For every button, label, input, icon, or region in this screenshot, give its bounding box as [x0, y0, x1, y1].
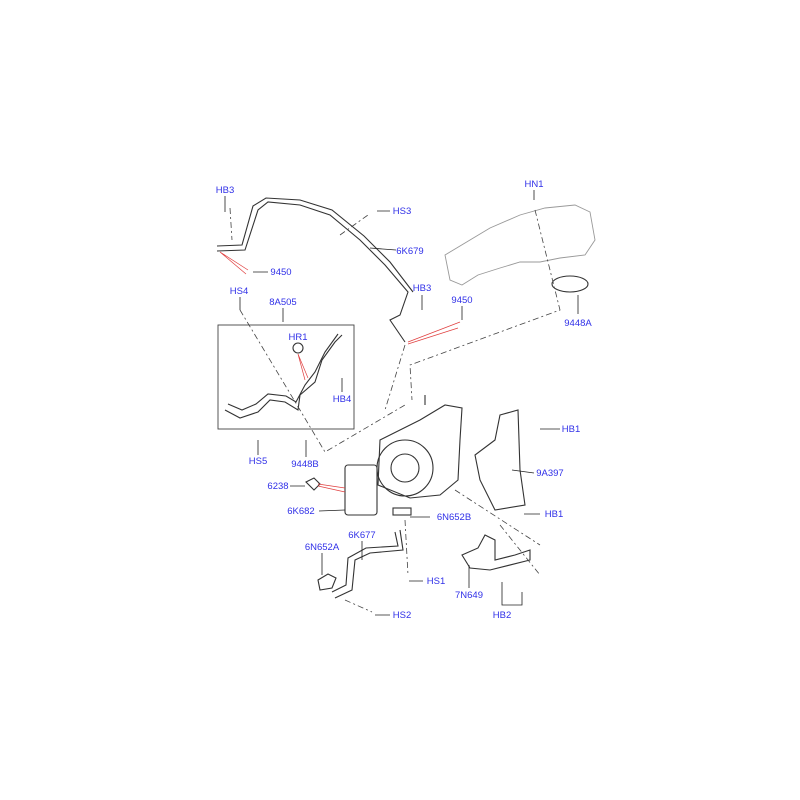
callout-hs3[interactable]: HS3	[393, 206, 411, 217]
callout-9448a[interactable]: 9448A	[564, 318, 592, 329]
callout-9450-left[interactable]: 9450	[270, 267, 291, 278]
exhaust-manifold	[444, 204, 596, 286]
callout-hb2[interactable]: HB2	[493, 610, 511, 621]
callout-hs4[interactable]: HS4	[230, 286, 248, 297]
oil-pipe-6k677[interactable]	[334, 529, 404, 599]
callout-7n649[interactable]: 7N649	[455, 590, 483, 601]
actuator-6k682[interactable]	[344, 464, 378, 516]
callout-6n652a[interactable]: 6N652A	[305, 542, 340, 553]
callout-9448b[interactable]: 9448B	[291, 459, 318, 470]
callout-9a397[interactable]: 9A397	[536, 468, 563, 479]
callout-9450-right[interactable]: 9450	[451, 295, 472, 306]
kit-box-8a505	[217, 324, 355, 430]
gasket-9448a[interactable]	[551, 275, 589, 293]
callout-hs5[interactable]: HS5	[249, 456, 267, 467]
o-ring-hr1[interactable]	[292, 342, 304, 354]
callout-6k682[interactable]: 6K682	[287, 506, 314, 517]
callout-hb3-top[interactable]: HB3	[216, 185, 234, 196]
callout-hn1[interactable]: HN1	[524, 179, 543, 190]
gasket-6n652b[interactable]	[392, 507, 412, 516]
gasket-6n652a[interactable]	[317, 573, 337, 591]
callout-hb1-bottom[interactable]: HB1	[545, 509, 563, 520]
callout-hb3-mid[interactable]: HB3	[413, 283, 431, 294]
callout-hs1[interactable]: HS1	[427, 576, 445, 587]
callout-hb4[interactable]: HB4	[333, 394, 351, 405]
callout-6k677[interactable]: 6K677	[348, 530, 375, 541]
callout-hs2[interactable]: HS2	[393, 610, 411, 621]
callout-6k679[interactable]: 6K679	[396, 246, 423, 257]
oil-return-pipe-8a505[interactable]	[224, 334, 343, 419]
turbocharger[interactable]	[376, 395, 463, 499]
bracket-7n649[interactable]	[461, 534, 531, 571]
callout-6238[interactable]: 6238	[267, 481, 288, 492]
callout-8a505[interactable]: 8A505	[269, 297, 296, 308]
clip-6238[interactable]	[305, 477, 321, 491]
callout-hr1[interactable]: HR1	[288, 332, 307, 343]
callout-6n652b[interactable]: 6N652B	[437, 512, 471, 523]
heat-shield-9a397[interactable]	[474, 409, 526, 511]
callout-hb1-top[interactable]: HB1	[562, 424, 580, 435]
oil-feed-pipe-6k679[interactable]	[216, 201, 409, 343]
